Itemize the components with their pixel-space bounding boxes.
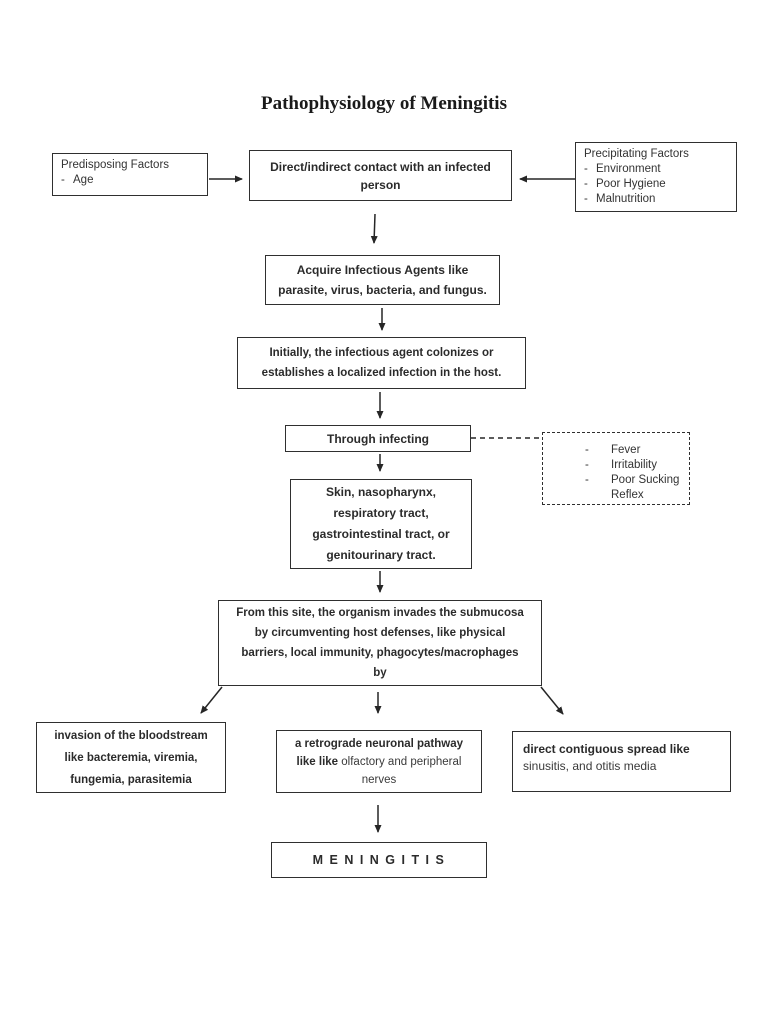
meningitis-box: M E N I N G I T I S xyxy=(271,842,487,878)
infection-sites-box: Skin, nasopharynx, respiratory tract, ga… xyxy=(290,479,472,569)
acquire-agents-box: Acquire Infectious Agents like parasite,… xyxy=(265,255,500,305)
arrow-contact-to-acquire xyxy=(370,213,378,244)
arrow-invades-to-direct xyxy=(540,686,564,715)
predisposing-factors-title: Predisposing Factors xyxy=(61,159,170,171)
list-item: - Age xyxy=(61,174,94,186)
list-item: - Poor Hygiene xyxy=(584,178,666,190)
page-title: Pathophysiology of Meningitis xyxy=(261,93,507,114)
retrograde-pathway-text: a retrograde neuronal pathway like like … xyxy=(294,737,464,786)
invades-submucosa-box: From this site, the organism invades the… xyxy=(218,600,542,686)
through-infecting-box: Through infecting xyxy=(285,425,471,452)
list-item: - Environment xyxy=(584,163,661,175)
contiguous-spread-box: direct contiguous spread like sinusitis,… xyxy=(512,731,731,792)
list-item: - Irritability xyxy=(585,459,658,471)
contact-box: Direct/indirect contact with an infected… xyxy=(249,150,512,201)
retrograde-pathway-box: a retrograde neuronal pathway like like … xyxy=(276,730,482,793)
predisposing-factors-box: Predisposing Factors - Age xyxy=(52,153,208,196)
list-item: - Fever xyxy=(585,444,641,456)
arrow-invades-to-invasion xyxy=(200,686,223,714)
bloodstream-invasion-box: invasion of the bloodstream like bactere… xyxy=(36,722,226,793)
precipitating-factors-title: Precipitating Factors xyxy=(584,148,689,160)
symptoms-box: - Fever - Irritability - Poor Sucking Re… xyxy=(542,432,690,505)
colonization-box: Initially, the infectious agent colonize… xyxy=(237,337,526,389)
list-item: - Malnutrition xyxy=(584,193,656,205)
precipitating-factors-box: Precipitating Factors - Environment - Po… xyxy=(575,142,737,212)
list-item: - Poor Sucking Reflex xyxy=(585,474,680,501)
